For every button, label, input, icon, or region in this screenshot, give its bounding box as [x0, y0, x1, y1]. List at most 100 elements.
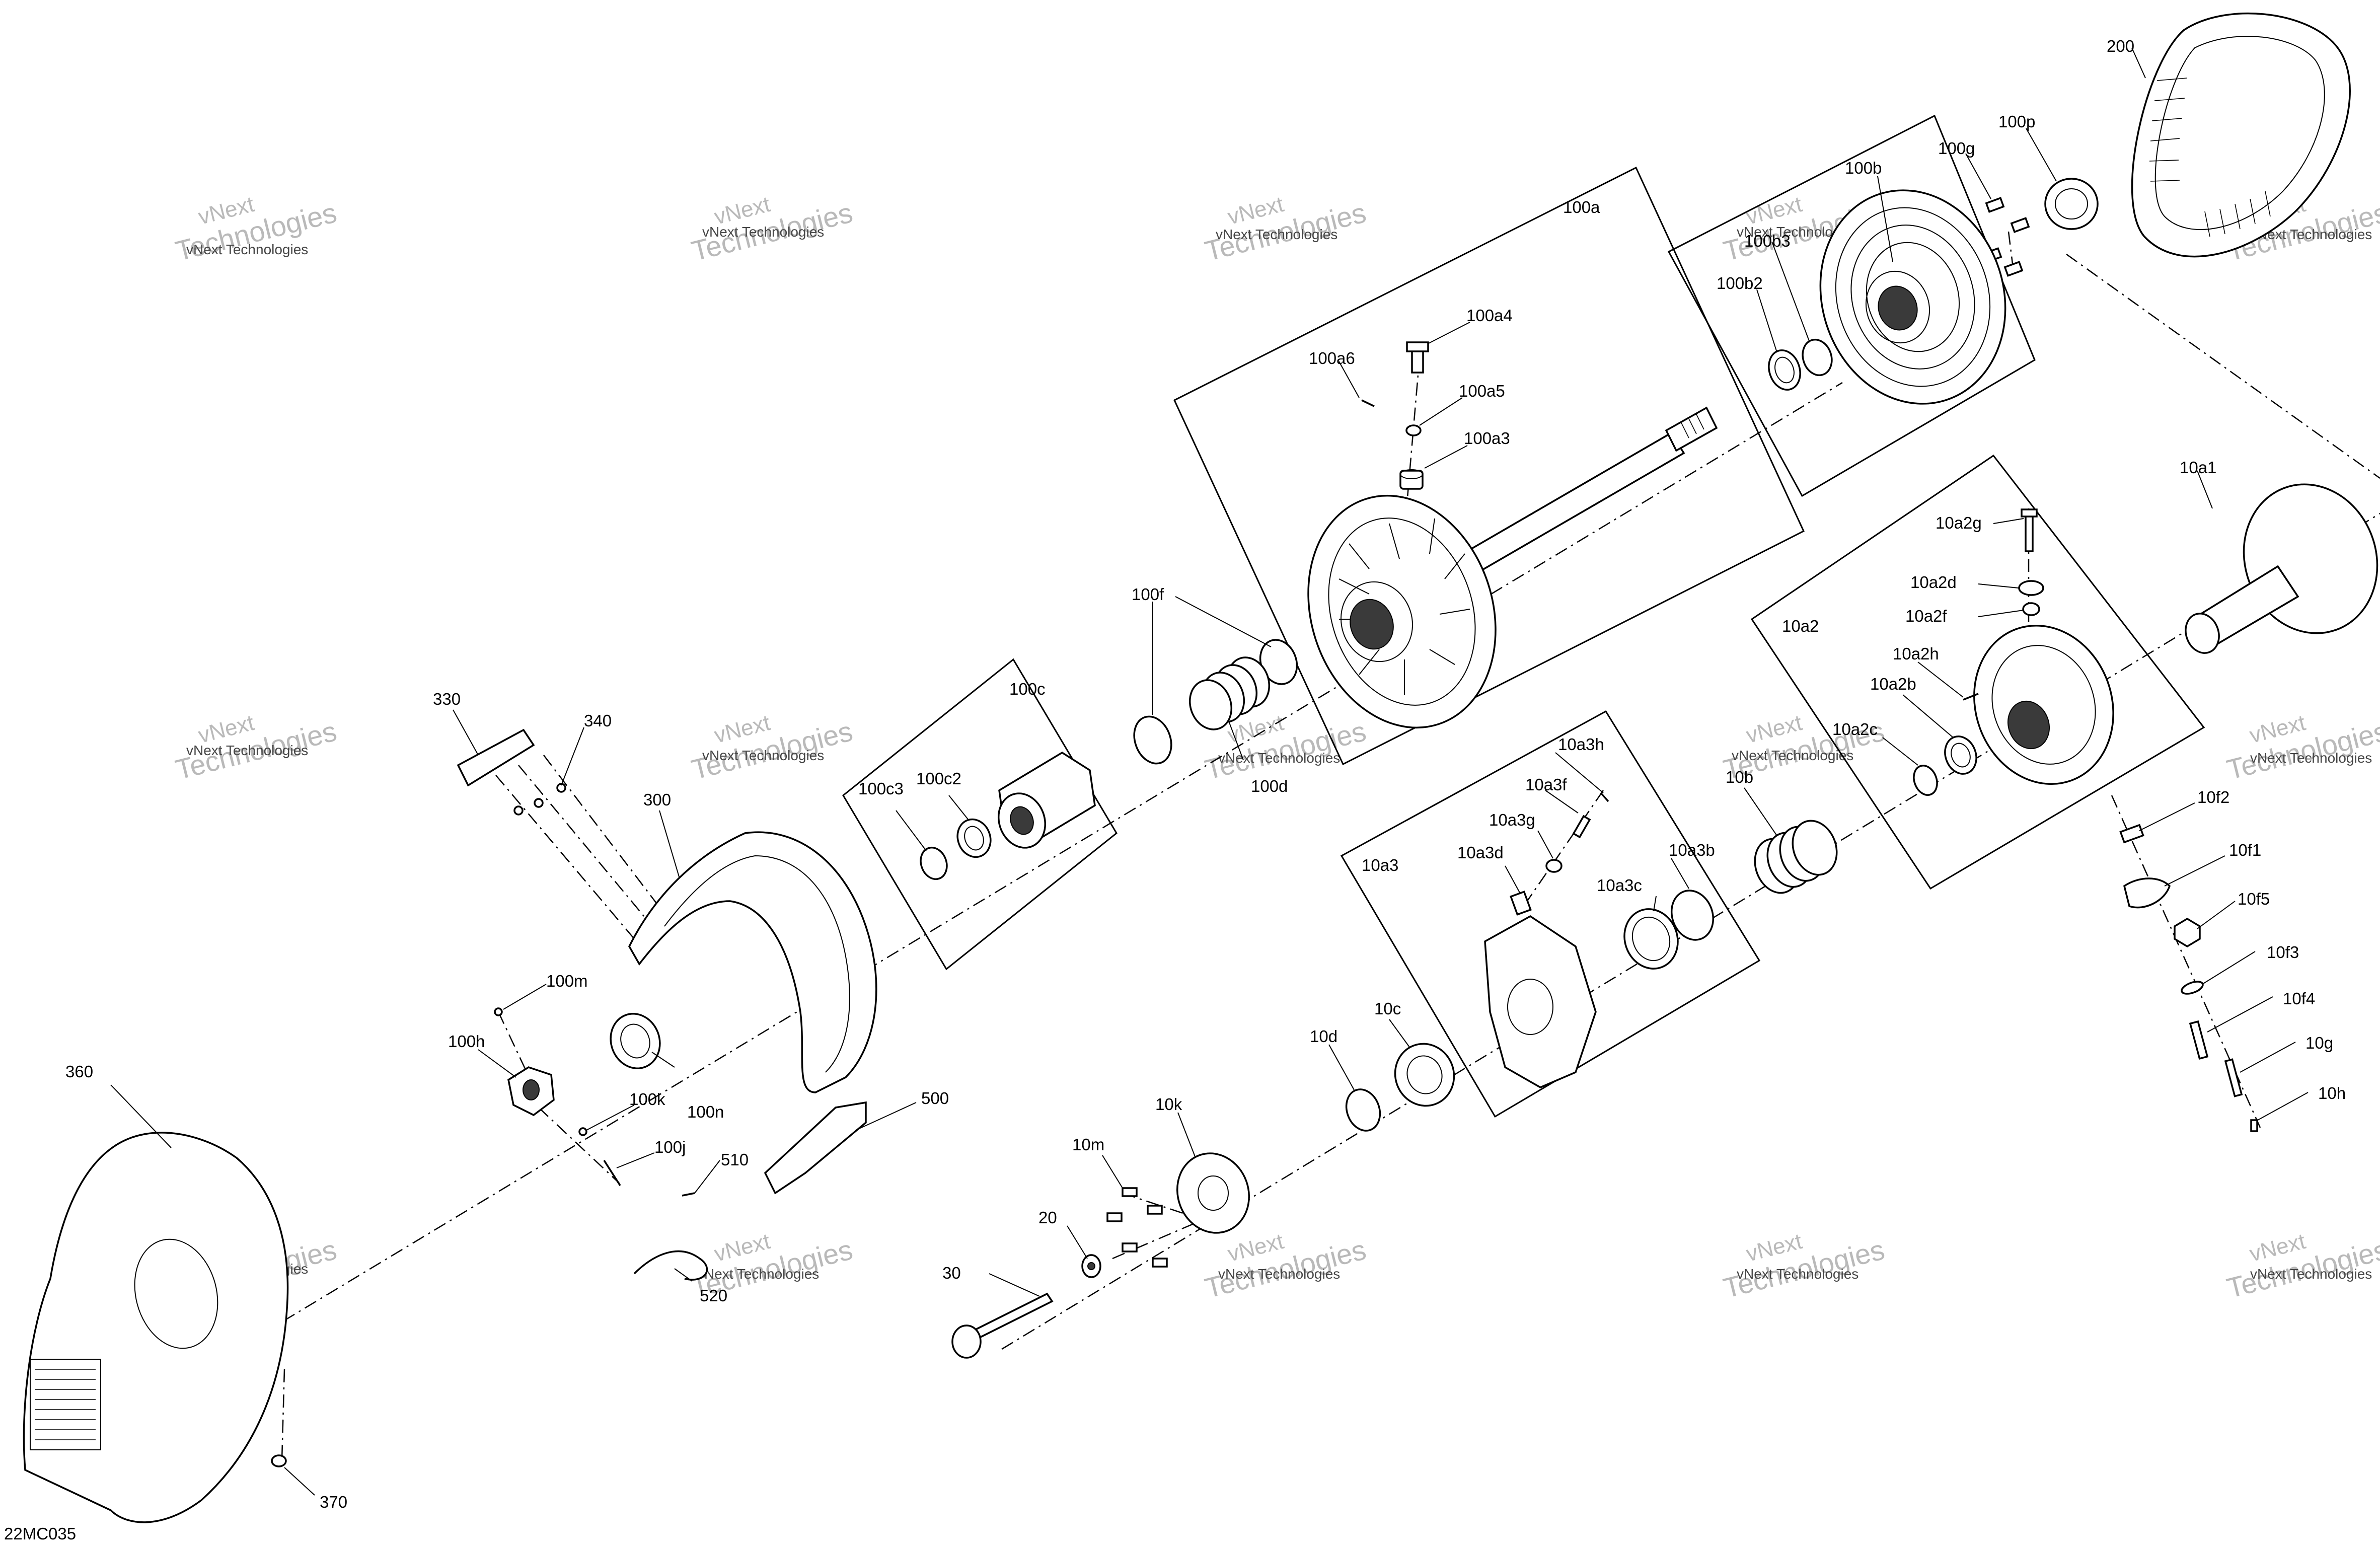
part-100b3-ring: [1802, 338, 1833, 377]
axis-10k-bolts-a: [1122, 1192, 1229, 1229]
watermark: vNext Technologies: [1720, 1229, 1887, 1304]
part-100c-cam: [997, 751, 1096, 849]
callout-10a2: 10a2: [1782, 617, 1819, 635]
watermark: vNext Technologies: [1202, 192, 1369, 267]
watermark-small: vNext Technologies: [186, 242, 308, 257]
callout-100a6: 100a6: [1309, 349, 1355, 367]
part-100c2-bushing: [956, 818, 992, 858]
callout-100a3: 100a3: [1464, 429, 1510, 448]
parts-layer: [23, 12, 2378, 1523]
box-10a2: [1750, 454, 2205, 890]
part-360-cover: [23, 1132, 289, 1523]
watermark-small: vNext Technologies: [2250, 1266, 2372, 1282]
part-10k-plate: [1176, 1152, 1250, 1234]
part-10f1-weight: [2123, 877, 2171, 909]
part-100d-spring: [1188, 656, 1271, 730]
callout-200: 200: [2107, 37, 2134, 55]
part-100a4-bolt: [1406, 341, 1429, 374]
watermark-small: vNext Technologies: [1218, 750, 1340, 766]
callout-100b3: 100b3: [1744, 232, 1791, 250]
callout-100b: 100b: [1845, 159, 1882, 177]
watermark-small: vNext Technologies: [702, 224, 824, 240]
part-10a3c-bearing: [1623, 908, 1679, 970]
part-10a2-sheave: [1973, 624, 2114, 785]
part-10a3b-ring: [1670, 890, 1715, 941]
part-100n-washer: [610, 1013, 661, 1069]
part-10a3g-washer: [1545, 859, 1563, 873]
callout-340: 340: [584, 711, 612, 730]
callout-100c: 100c: [1009, 680, 1046, 698]
axis-100j: [538, 1107, 620, 1184]
part-10a2b-bushing: [1944, 735, 1977, 775]
watermark-small: vNext Technologies: [1216, 227, 1337, 242]
callout-10a3: 10a3: [1362, 856, 1398, 874]
callout-10a2b: 10a2b: [1870, 675, 1916, 693]
part-510-screw: [682, 1192, 695, 1197]
part-10m-bolts: [1106, 1187, 1168, 1268]
callout-100n: 100n: [687, 1102, 724, 1121]
box-10a3: [1340, 710, 1761, 1118]
watermark-small: vNext Technologies: [1737, 1266, 1858, 1282]
leader-lines: [110, 47, 2309, 1496]
box-100a: [1173, 166, 1805, 766]
subassembly-boxes: [842, 114, 2205, 1118]
part-100h-nut: [507, 1066, 555, 1117]
callout-10a3g: 10a3g: [1489, 811, 1535, 829]
part-100a5-washer: [1405, 424, 1422, 436]
callout-10b: 10b: [1726, 768, 1753, 786]
callout-10a3h: 10a3h: [1558, 735, 1604, 754]
part-200-drive-belt: [2131, 12, 2351, 258]
callout-100h: 100h: [448, 1032, 485, 1051]
watermark-small: vNext Technologies: [697, 1266, 819, 1282]
callout-500: 500: [921, 1089, 949, 1108]
callout-100d: 100d: [1251, 777, 1288, 795]
callout-100b2: 100b2: [1717, 274, 1763, 292]
callout-labels: 200 100p 100g 100b 100b3 100b2 100a 100a…: [65, 37, 2346, 1511]
callout-10a2f: 10a2f: [1905, 607, 1947, 625]
callout-510: 510: [721, 1150, 749, 1169]
watermark-small: vNext Technologies: [186, 743, 308, 758]
box-100c: [842, 658, 1118, 971]
callout-10m: 10m: [1072, 1135, 1104, 1154]
axis-10a3: [1519, 790, 1604, 912]
part-300-guard: [628, 831, 877, 1093]
diagram-code: 22MC035: [4, 1524, 76, 1543]
part-10f2-screw: [2119, 824, 2144, 844]
part-100a3-roller: [1399, 469, 1424, 490]
callout-10a3b: 10a3b: [1669, 841, 1715, 859]
watermark-small: vNext Technologies: [2250, 750, 2372, 766]
part-100b-sheave: [1819, 189, 2006, 405]
watermark: vNext Technologies: [2223, 710, 2380, 785]
box-100b: [1667, 114, 2036, 497]
part-20-washer: [1081, 1254, 1101, 1278]
callout-10c: 10c: [1374, 999, 1401, 1018]
callout-100j: 100j: [654, 1138, 686, 1156]
callout-10a3f: 10a3f: [1525, 775, 1567, 794]
part-10a2d-washer: [2018, 580, 2044, 596]
callout-100g: 100g: [1938, 139, 1975, 158]
callout-10a2d: 10a2d: [1910, 573, 1957, 592]
watermark-small: vNext Technologies: [702, 748, 824, 763]
callout-100a4: 100a4: [1466, 306, 1513, 325]
callout-10f5: 10f5: [2238, 890, 2270, 908]
callout-10a3c: 10a3c: [1597, 876, 1642, 895]
watermark: vNext Technologies: [172, 710, 339, 785]
axis-belt: [2066, 253, 2380, 479]
part-30-bolt: [951, 1292, 1054, 1359]
callout-10a3d: 10a3d: [1457, 843, 1504, 862]
callout-100m: 100m: [546, 972, 588, 990]
callout-100f: 100f: [1132, 585, 1164, 604]
axis-370: [281, 1369, 285, 1460]
part-10a3f-pin: [1572, 815, 1591, 839]
part-100f-ring: [1133, 639, 1298, 765]
callout-10d: 10d: [1310, 1027, 1337, 1046]
callout-100c3: 100c3: [858, 779, 904, 798]
callout-10g: 10g: [2305, 1034, 2333, 1052]
callout-10f3: 10f3: [2267, 943, 2299, 962]
part-100c3-ring: [920, 846, 948, 880]
callout-100c2: 100c2: [916, 769, 961, 788]
callout-300: 300: [643, 790, 671, 809]
part-10a1-sheave: [2185, 483, 2378, 654]
part-10a3d-roller: [1510, 891, 1532, 916]
